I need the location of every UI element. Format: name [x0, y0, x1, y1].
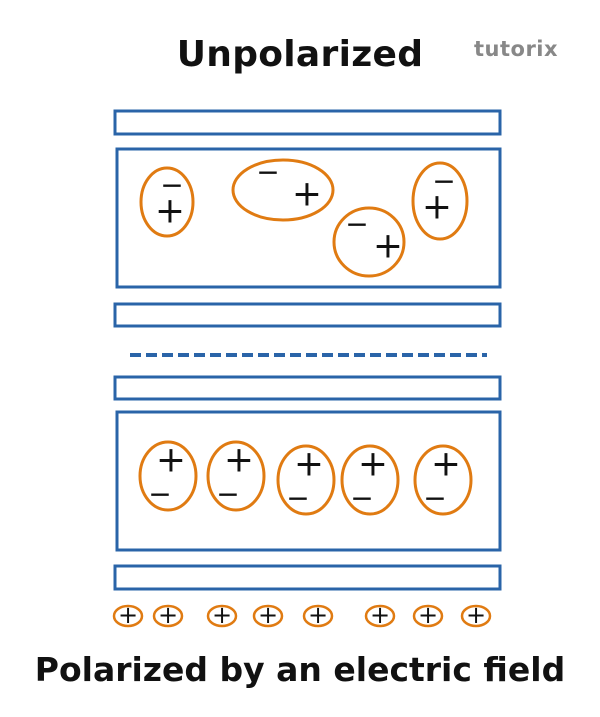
- plus-sign: +: [418, 601, 438, 629]
- title-unpolarized: Unpolarized: [176, 34, 424, 75]
- minus-sign: −: [286, 482, 309, 515]
- plus-sign: +: [158, 601, 178, 629]
- plus-sign: +: [308, 601, 328, 629]
- positive-charge: +: [152, 601, 184, 629]
- dipole-unpolarized: −+: [139, 166, 195, 238]
- minus-sign: −: [256, 156, 279, 189]
- top-plate-upper: [113, 109, 502, 136]
- tutorix-logo: tutorix: [474, 37, 559, 61]
- dipole-polarized: +−: [206, 440, 266, 512]
- positive-charge: +: [460, 601, 492, 629]
- plus-sign: +: [358, 444, 388, 485]
- bottom-plate-lower: [113, 564, 502, 591]
- positive-charge: +: [112, 601, 144, 629]
- plus-sign: +: [466, 601, 486, 629]
- plus-sign: +: [224, 440, 254, 481]
- plus-sign: +: [292, 174, 322, 215]
- positive-charge: +: [252, 601, 284, 629]
- plus-sign: +: [118, 601, 138, 629]
- dipole-polarized: +−: [276, 444, 336, 516]
- dipole-unpolarized: −+: [231, 156, 335, 222]
- bottom-plate-upper: [113, 375, 502, 401]
- plus-sign: +: [431, 444, 461, 485]
- minus-sign: −: [216, 478, 239, 511]
- top-plate-lower: [113, 302, 502, 328]
- dielectric-box-unpolarized: [115, 147, 502, 289]
- plus-sign: +: [422, 187, 452, 228]
- plus-sign: +: [156, 440, 186, 481]
- positive-charge: +: [412, 601, 444, 629]
- plus-sign: +: [155, 191, 185, 232]
- dipole-polarized: +−: [413, 444, 473, 516]
- bottom-charges: + + + + + + + +: [112, 601, 492, 629]
- minus-sign: −: [350, 482, 373, 515]
- dipole-unpolarized: −+: [411, 161, 469, 241]
- minus-sign: −: [432, 165, 455, 198]
- dipoles-polarized: +−+−+−+−+−: [138, 440, 473, 516]
- plus-sign: +: [258, 601, 278, 629]
- plus-sign: +: [294, 444, 324, 485]
- minus-sign: −: [423, 482, 446, 515]
- minus-sign: −: [148, 478, 171, 511]
- positive-charge: +: [206, 601, 238, 629]
- title-polarized: Polarized by an electric field: [34, 650, 566, 689]
- positive-charge: +: [302, 601, 334, 629]
- dipoles-unpolarized: −+−+−+−+: [139, 156, 469, 278]
- dipole-unpolarized: −+: [332, 206, 406, 278]
- plus-sign: +: [370, 601, 390, 629]
- minus-sign: −: [160, 169, 183, 202]
- dipole-polarized: +−: [340, 444, 400, 516]
- plus-sign: +: [212, 601, 232, 629]
- positive-charge: +: [364, 601, 396, 629]
- dielectric-box-polarized: [115, 410, 502, 552]
- dipole-polarized: +−: [138, 440, 198, 512]
- plus-sign: +: [373, 226, 403, 267]
- minus-sign: −: [345, 208, 368, 241]
